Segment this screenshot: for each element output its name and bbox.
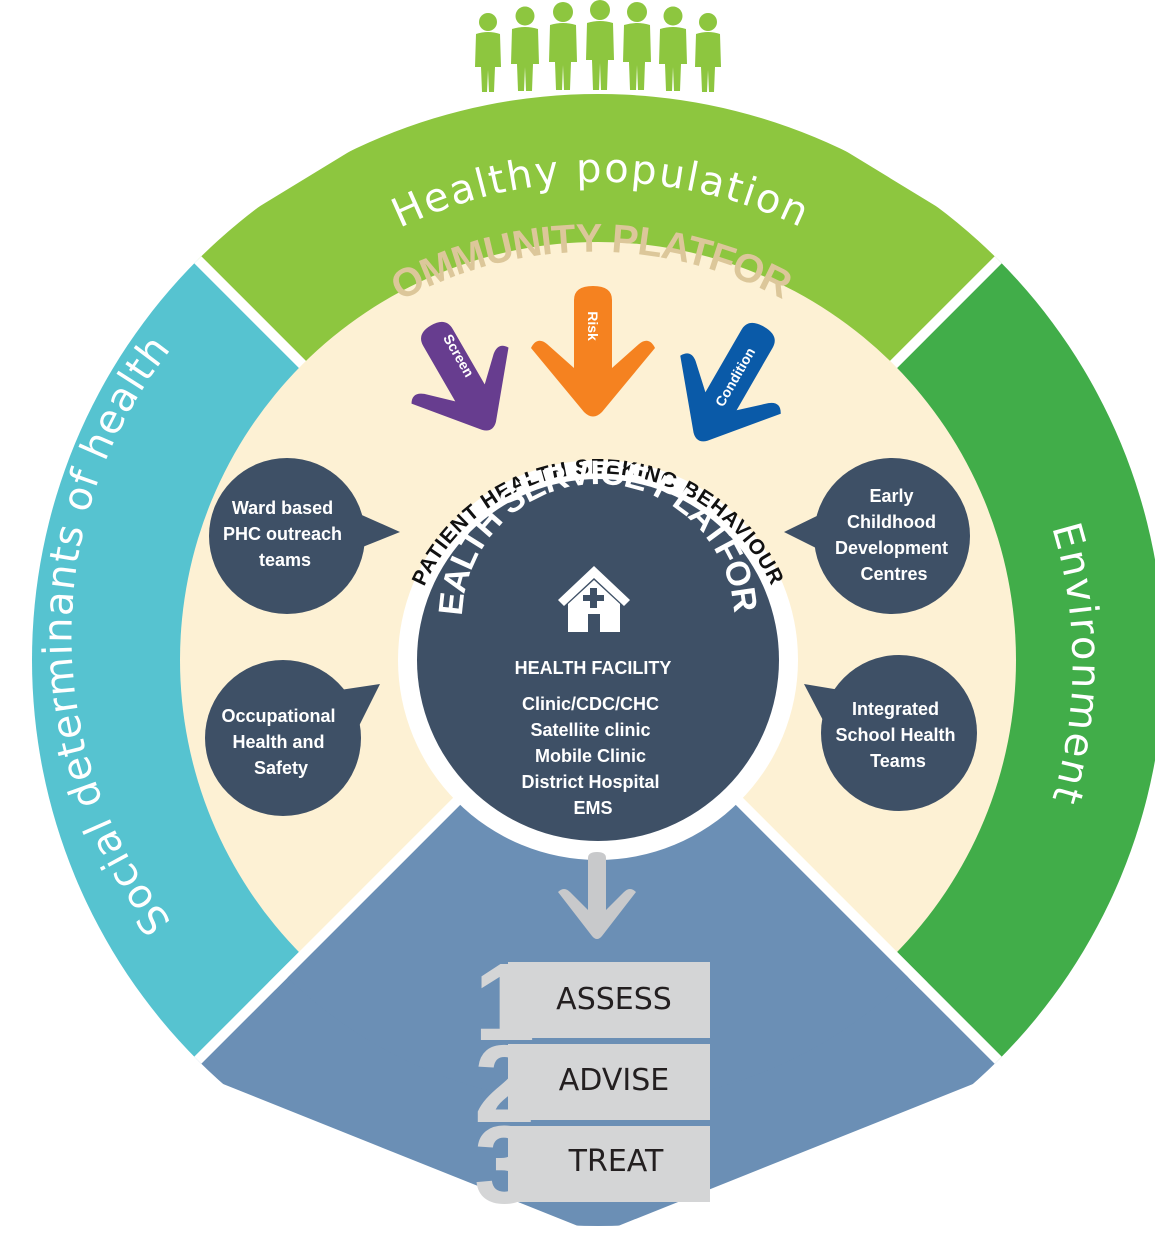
- facility-line: District Hospital: [521, 772, 659, 792]
- step-advise: 2 ADVISE: [474, 1023, 710, 1146]
- step-assess: 1 ASSESS: [474, 941, 710, 1064]
- health-service-platform-disc: [417, 479, 779, 841]
- bubble-school-health: Integrated School Health Teams: [804, 655, 977, 811]
- people-group-icon: [475, 0, 721, 92]
- health-facility-heading: HEALTH FACILITY: [515, 658, 672, 678]
- svg-text:Early Childhood De: Early Childhood Development Centres: [835, 486, 953, 584]
- risk-arrow-label: Risk: [585, 311, 601, 341]
- svg-text:Clinic/CDC/CHC Satellite c: Clinic/CDC/CHC Satellite clinic Mobile C…: [521, 694, 664, 818]
- bubble-ecd-line: Centres: [860, 564, 927, 584]
- bubble-ecd-line: Childhood: [847, 512, 936, 532]
- step-number: 1: [474, 941, 535, 1064]
- step-label: ADVISE: [559, 1063, 669, 1098]
- bubble-ward-line: Ward based: [232, 498, 333, 518]
- step-label: TREAT: [568, 1144, 664, 1179]
- svg-text:Occupational Health and: Occupational Health and Safety: [221, 706, 340, 778]
- step-label: ASSESS: [556, 982, 672, 1017]
- facility-line: EMS: [573, 798, 612, 818]
- risk-arrow: Risk: [531, 286, 655, 417]
- svg-text:Ward based PHC outreach: Ward based PHC outreach teams: [223, 498, 347, 570]
- bubble-occupational-line: Occupational: [221, 706, 335, 726]
- bubble-ward-line: teams: [259, 550, 311, 570]
- bubble-occupational-line: Safety: [254, 758, 308, 778]
- screen-arrow: Screen: [411, 321, 509, 431]
- bubble-ecd-line: Early: [869, 486, 913, 506]
- facility-line: Satellite clinic: [530, 720, 650, 740]
- bubble-school-line: Integrated: [852, 699, 939, 719]
- svg-text:HEALTH FACILITY: HEALTH FACILITY: [515, 658, 672, 678]
- bubble-school-line: Teams: [870, 751, 926, 771]
- bubble-occupational-line: Health and: [232, 732, 324, 752]
- svg-text:Integrated School Health: Integrated School Health Teams: [835, 699, 960, 771]
- bubble-early-childhood: Early Childhood Development Centres: [784, 458, 970, 614]
- bubble-ward-based: Ward based PHC outreach teams: [209, 458, 400, 614]
- bubble-school-line: School Health: [835, 725, 955, 745]
- step-number: 2: [474, 1023, 535, 1146]
- bubble-occupational: Occupational Health and Safety: [205, 660, 380, 816]
- bubble-ward-line: PHC outreach: [223, 524, 342, 544]
- house-cross-icon: [558, 566, 630, 632]
- step-treat: 3 TREAT: [474, 1104, 710, 1227]
- down-arrow-icon: [558, 852, 636, 939]
- step-number: 3: [474, 1104, 535, 1227]
- facility-line: Mobile Clinic: [535, 746, 646, 766]
- facility-line: Clinic/CDC/CHC: [522, 694, 659, 714]
- bubble-ecd-line: Development: [835, 538, 948, 558]
